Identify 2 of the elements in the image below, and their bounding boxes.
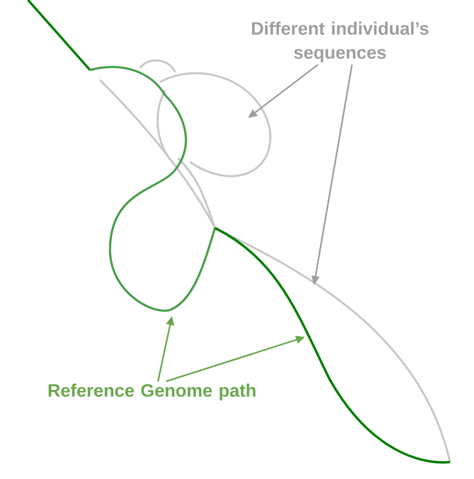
label-text: Reference Genome path [48,384,256,400]
label-text: Different individual’s sequences [252,22,428,62]
